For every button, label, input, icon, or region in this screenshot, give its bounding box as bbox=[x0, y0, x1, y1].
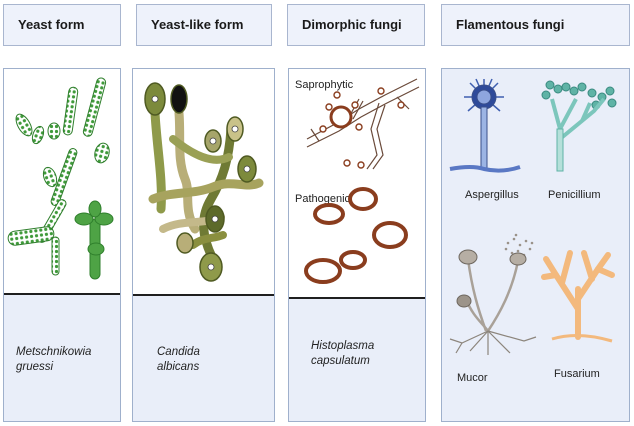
label-penicillium: Penicillium bbox=[548, 189, 601, 201]
species-name-histoplasma: Histoplasma capsulatum bbox=[311, 339, 374, 369]
header-yeast-form-title: Yeast form bbox=[18, 17, 85, 32]
species-epithet: capsulatum bbox=[311, 355, 370, 367]
mucor-illustration bbox=[449, 233, 537, 355]
header-filamentous-fungi: Flamentous fungi bbox=[441, 4, 630, 46]
panel-dimorphic-lower bbox=[289, 299, 425, 421]
species-genus: Candida bbox=[157, 346, 200, 358]
divider-line bbox=[289, 297, 425, 299]
label-fusarium: Fusarium bbox=[554, 368, 600, 380]
divider-line bbox=[4, 293, 120, 295]
species-epithet: albicans bbox=[157, 361, 200, 373]
label-mucor: Mucor bbox=[457, 372, 488, 384]
header-filamentous-fungi-title: Flamentous fungi bbox=[456, 17, 565, 32]
species-name-yeast: Metschnikowia gruessi bbox=[16, 345, 91, 375]
label-pathogenic: Pathogenic bbox=[295, 193, 351, 205]
header-yeast-form: Yeast form bbox=[3, 4, 121, 46]
panel-filamentous-fungi: Aspergillus Penicillium Mucor Fusarium bbox=[441, 68, 630, 422]
yeast-cells-illustration bbox=[7, 77, 114, 280]
panel-yeast-lower bbox=[4, 295, 120, 421]
yeast-rings-illustration bbox=[304, 187, 408, 284]
panel-yeast-like-lower bbox=[133, 296, 274, 421]
header-dimorphic-fungi-title: Dimorphic fungi bbox=[302, 17, 402, 32]
penicillium-illustration bbox=[541, 80, 617, 172]
aspergillus-illustration bbox=[449, 78, 521, 173]
fusarium-illustration bbox=[541, 250, 615, 343]
label-saprophytic: Saprophytic bbox=[295, 79, 354, 91]
species-genus: Histoplasma bbox=[311, 340, 375, 352]
header-dimorphic-fungi: Dimorphic fungi bbox=[287, 4, 425, 46]
species-epithet: gruessi bbox=[16, 361, 54, 373]
species-genus: Metschnikowia bbox=[16, 346, 92, 358]
panel-yeast-like-form: Candida albicans bbox=[132, 68, 275, 422]
panel-yeast-form: Metschnikowia gruessi bbox=[3, 68, 121, 422]
header-yeast-like-form-title: Yeast-like form bbox=[151, 17, 244, 32]
header-yeast-like-form: Yeast-like form bbox=[136, 4, 272, 46]
label-aspergillus: Aspergillus bbox=[465, 189, 519, 201]
divider-line bbox=[133, 294, 274, 296]
species-name-candida: Candida albicans bbox=[157, 345, 200, 375]
hyphae-illustration bbox=[306, 78, 420, 170]
panel-dimorphic-fungi: Saprophytic Pathogenic Histoplasma capsu… bbox=[288, 68, 426, 422]
candida-hyphae-illustration bbox=[144, 82, 264, 282]
